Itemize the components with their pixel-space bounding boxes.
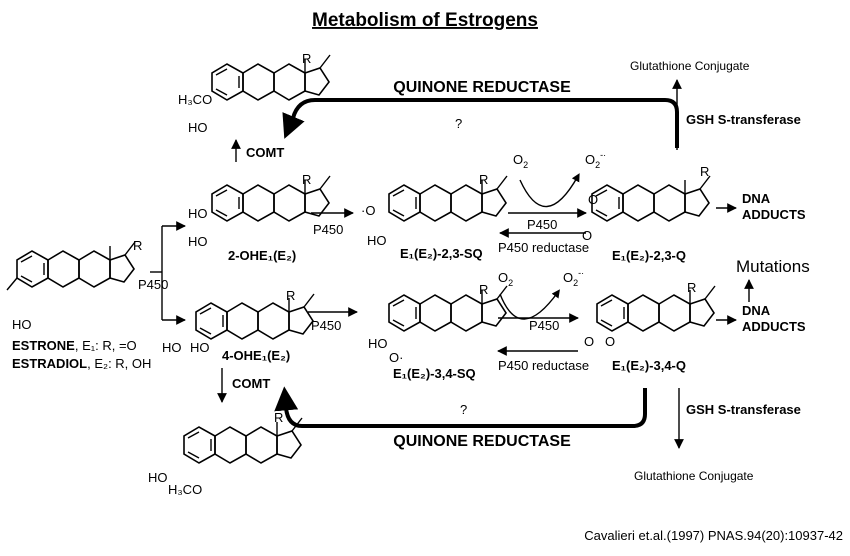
glutathione-bottom: Glutathione Conjugate xyxy=(634,469,754,483)
methoxy-top-ho: HO xyxy=(188,120,208,135)
3-4-sq-label: E₁(E₂)-3,4-SQ xyxy=(393,366,476,381)
estradiol-detail: , E₂: R, OH xyxy=(87,356,151,371)
parent-ho-label: HO xyxy=(12,317,32,332)
estradiol-line: ESTRADIOL, E₂: R, OH xyxy=(12,356,151,371)
glutathione-top: Glutathione Conjugate xyxy=(630,59,750,73)
comt-top-label: COMT xyxy=(246,145,284,160)
4-ohe-label: 4-OHE₁(E₂) xyxy=(222,348,290,363)
dna-bottom-1: DNA xyxy=(742,303,771,318)
2-3-q-structure xyxy=(591,175,711,222)
4-ohe-structure xyxy=(195,293,315,340)
methoxy-top-group: H₃CO xyxy=(178,92,212,107)
p450-branch-label: P450 xyxy=(138,277,168,292)
2-3-sq-ho: HO xyxy=(367,233,387,248)
3-4-q-o2: O xyxy=(605,334,615,349)
page-title: Metabolism of Estrogens xyxy=(312,10,538,31)
quinone-reductase-top: QUINONE REDUCTASE xyxy=(393,79,571,96)
question-top: ? xyxy=(455,116,462,131)
gsh-bottom: GSH S-transferase xyxy=(686,402,801,417)
3-4-sq-o: O· xyxy=(389,350,403,365)
3-4-sq-ho: HO xyxy=(368,336,388,351)
4-ohe-ho-b: HO xyxy=(190,340,210,355)
o2-top: O2 xyxy=(513,152,528,170)
2-3-q-o1: O xyxy=(588,192,598,207)
methoxy-bottom-ho: HO xyxy=(148,470,168,485)
3-4-q-label: E₁(E₂)-3,4-Q xyxy=(612,358,686,373)
3-4-sq-structure xyxy=(388,285,508,332)
2-ohe-label: 2-OHE₁(E₂) xyxy=(228,248,296,263)
2-3-sq-label: E₁(E₂)-2,3-SQ xyxy=(400,246,483,261)
dna-top-1: DNA xyxy=(742,191,771,206)
comt-bottom-label: COMT xyxy=(232,376,270,391)
2-3-sq-structure xyxy=(388,175,508,222)
estradiol-name: ESTRADIOL xyxy=(12,356,87,371)
parent-r-label: R xyxy=(133,238,142,253)
o2-radical-top: O2-· xyxy=(585,150,606,170)
estrone-detail: , E₁: R, =O xyxy=(75,338,137,353)
estrone-line: ESTRONE, E₁: R, =O xyxy=(12,338,137,353)
2-3-q-label: E₁(E₂)-2,3-Q xyxy=(612,248,686,263)
2-ohe-structure xyxy=(211,175,331,222)
2-3-q-o2: O xyxy=(582,228,592,243)
2-ohe-ho-a: HO xyxy=(188,206,208,221)
methoxy-top-r: R xyxy=(302,51,311,66)
citation: Cavalieri et.al.(1997) PNAS.94(20):10937… xyxy=(584,528,843,543)
2-3-sq-r: R xyxy=(479,172,488,187)
p450-top-label: P450 xyxy=(313,222,343,237)
methoxy-bottom-group: H₃CO xyxy=(168,482,202,497)
2-3-sq-o: ·O xyxy=(361,203,375,218)
3-4-q-r: R xyxy=(687,280,696,295)
p450-bottom-label: P450 xyxy=(311,318,341,333)
o2-radical-bottom: O2-· xyxy=(563,268,584,288)
2-ohe-r: R xyxy=(302,172,311,187)
p450-cycle-top: P450 xyxy=(527,217,557,232)
quinone-reductase-bottom: QUINONE REDUCTASE xyxy=(393,433,571,450)
gsh-top: GSH S-transferase xyxy=(686,112,801,127)
dna-bottom-2: ADDUCTS xyxy=(742,319,806,334)
o2-bottom: O2 xyxy=(498,270,513,288)
3-4-q-o1: O xyxy=(584,334,594,349)
dna-top-2: ADDUCTS xyxy=(742,207,806,222)
3-4-q-structure xyxy=(596,285,716,332)
2-ohe-ho-b: HO xyxy=(188,234,208,249)
p450-cycle-bottom: P450 xyxy=(529,318,559,333)
parent-steroid-structure xyxy=(16,241,136,288)
methoxy-bottom-structure xyxy=(183,417,303,464)
mutations-label: Mutations xyxy=(736,257,810,276)
p450-reductase-bottom: P450 reductase xyxy=(498,358,589,373)
p450-reductase-top: P450 reductase xyxy=(498,240,589,255)
2-3-q-r: R xyxy=(700,164,709,179)
4-ohe-r: R xyxy=(286,288,295,303)
methoxy-bottom-r: R xyxy=(274,410,283,425)
estrone-name: ESTRONE xyxy=(12,338,75,353)
3-4-sq-r: R xyxy=(479,282,488,297)
4-ohe-ho-a: HO xyxy=(162,340,182,355)
methoxy-top-structure xyxy=(211,54,331,101)
question-bottom: ? xyxy=(460,402,467,417)
